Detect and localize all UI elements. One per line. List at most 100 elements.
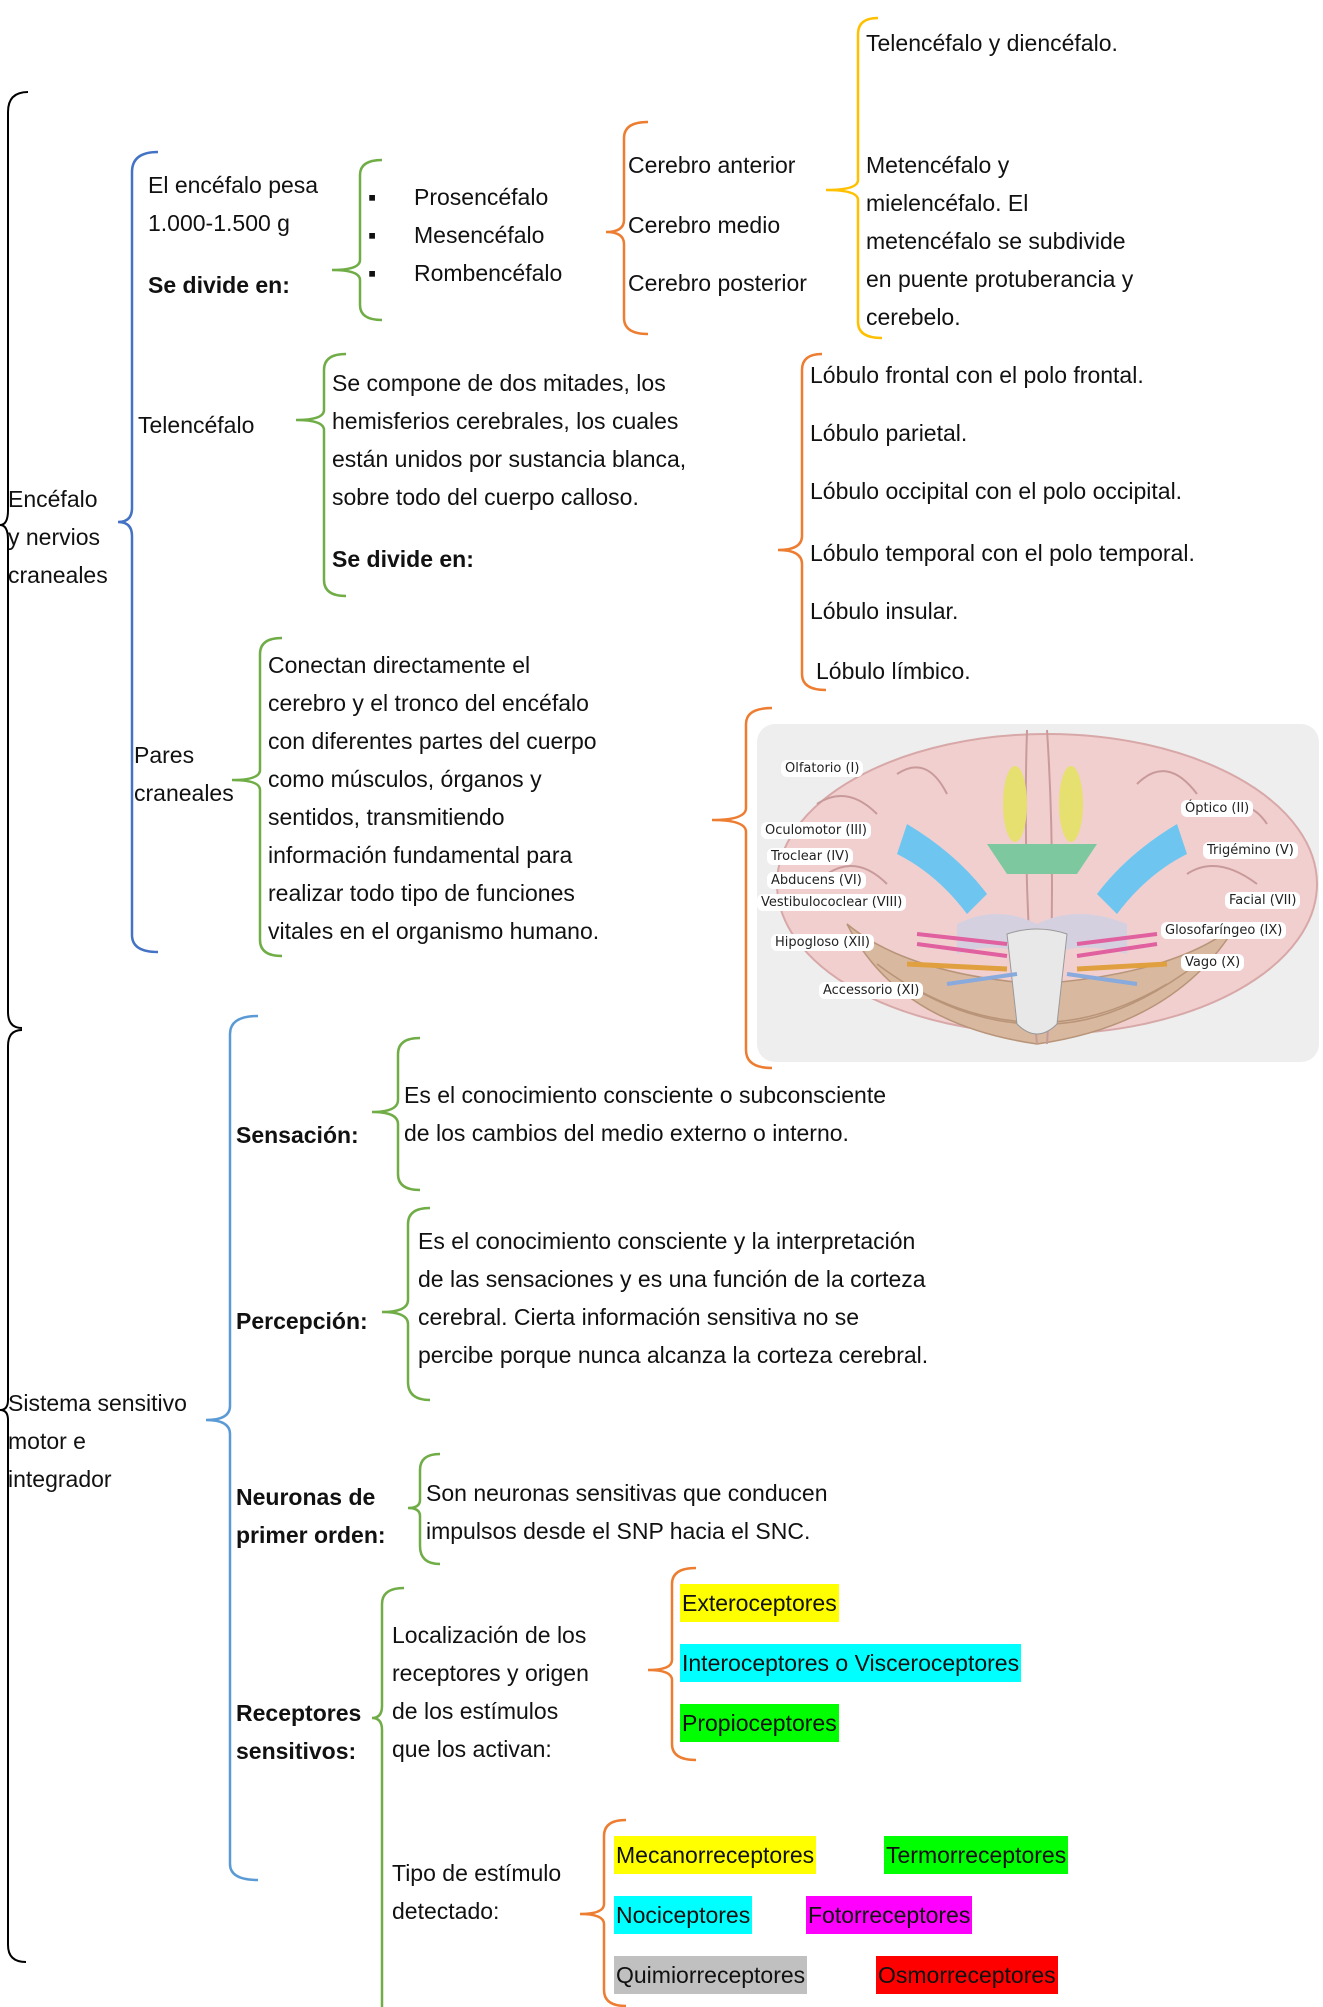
percepcion-desc-line: Es el conocimiento consciente y la inter… [418,1228,916,1254]
cerebro-anterior: Cerebro anterior [628,152,796,178]
brace-green-pares [231,636,283,958]
telencefalo-diencefalo: Telencéfalo y diencéfalo. [866,30,1118,56]
fotorreceptores: Fotorreceptores [806,1896,973,1934]
localizacion-line: que los activan: [392,1736,552,1762]
sensacion-desc-line: Es el conocimiento consciente o subconsc… [404,1082,887,1108]
brain-cranial-nerves-illustration: Olfatorio (I) Óptico (II) Oculomotor (II… [757,724,1319,1062]
bullet-icon: ▪ [368,184,377,210]
brace-blue-encefalo [117,150,159,954]
sensacion-desc-line: de los cambios del medio externo o inter… [404,1120,849,1146]
division-prosencefalo: Prosencéfalo [414,184,549,210]
nerve-label: Facial (VII) [1225,892,1301,909]
receptores-label-line: Receptores [236,1700,362,1726]
neuronas-desc-line: Son neuronas sensitivas que conducen [426,1480,828,1506]
metencefalo-line: en puente protuberancia y [866,266,1134,292]
nerve-label: Accessorio (XI) [819,982,924,999]
neuronas-label-line: primer orden: [236,1522,386,1548]
neuronas-desc-line: impulsos desde el SNP hacia el SNC. [426,1518,811,1544]
lobulo-item: Lóbulo occipital con el polo occipital. [810,478,1183,504]
brace-encefalo [0,91,29,1029]
pares-desc-line: información fundamental para [268,842,573,868]
nerve-label: Glosofaríngeo (IX) [1161,922,1287,939]
pares-desc-line: Conectan directamente el [268,652,531,678]
lobulo-item: Lóbulo parietal. [810,420,968,446]
telencefalo-desc-line: hemisferios cerebrales, los cuales [332,408,679,434]
weight-line2: 1.000-1.500 g [148,210,290,236]
propioceptores: Propioceptores [680,1704,839,1742]
mecanorreceptores: Mecanorreceptores [614,1836,817,1874]
brace-green-telencefalo [295,352,347,598]
nerve-label: Abducens (VI) [767,872,866,889]
brace-orange-brain [711,706,773,1070]
weight-line1: El encéfalo pesa [148,172,319,198]
brace-green-receptores [371,1586,405,2007]
brace-sistema [0,1029,27,1963]
brace-green-neuronas [407,1452,441,1566]
metencefalo-line: mielencéfalo. El [866,190,1029,216]
nerve-label: Óptico (II) [1181,800,1254,817]
brace-green-percepcion [381,1206,431,1402]
nerve-label: Olfatorio (I) [781,760,864,777]
lobulo-item: Lóbulo frontal con el polo frontal. [810,362,1144,388]
brace-blue-sistema [205,1014,259,1882]
percepcion-desc-line: percibe porque nunca alcanza la corteza … [418,1342,929,1368]
osmorreceptores: Osmorreceptores [876,1956,1058,1994]
percepcion-desc-line: de las sensaciones y es una función de l… [418,1266,926,1292]
telencefalo-desc-line: Se compone de dos mitades, los [332,370,666,396]
sistema-root-label: Sistema sensitivo motor e integrador [8,1390,187,1492]
division-mesencefalo: Mesencéfalo [414,222,545,248]
nerve-label: Hipogloso (XII) [771,934,874,951]
localizacion-line: de los estímulos [392,1698,559,1724]
tipo-line: detectado: [392,1898,500,1924]
pares-desc-line: realizar todo tipo de funciones [268,880,575,906]
pares-desc-line: con diferentes partes del cuerpo [268,728,597,754]
receptores-label-line: sensitivos: [236,1738,357,1764]
pares-label-line1: Pares [134,742,195,768]
pares-desc-line: vitales en el organismo humano. [268,918,600,944]
bullet-icon: ▪ [368,222,377,248]
divide-label: Se divide en: [148,272,290,298]
pares-label-line2: craneales [134,780,234,806]
neuronas-label-line: Neuronas de [236,1484,376,1510]
localizacion-line: Localización de los [392,1622,587,1648]
nerve-label: Trigémino (V) [1203,842,1298,859]
brace-gold [825,16,883,340]
brace-orange-lobulos [777,352,827,692]
bullet-icon: ▪ [368,260,377,286]
percepcion-label: Percepción: [236,1308,368,1334]
exteroceptores: Exteroceptores [680,1584,839,1622]
localizacion-line: receptores y origen [392,1660,589,1686]
lobulo-item: Lóbulo temporal con el polo temporal. [810,540,1195,566]
nociceptores: Nociceptores [614,1896,753,1934]
sensacion-label: Sensación: [236,1122,359,1148]
telencefalo-label: Telencéfalo [138,412,255,438]
brace-orange-cerebros [605,120,649,336]
brace-orange-loc [647,1566,697,1762]
percepcion-desc-line: cerebral. Cierta información sensitiva n… [418,1304,860,1330]
encefalo-root-label: Encéfalo y nervios craneales [8,486,108,588]
telencefalo-divide-label: Se divide en: [332,546,474,572]
brace-orange-tipo [579,1818,627,2007]
pares-desc-line: como músculos, órganos y [268,766,542,792]
nerve-label: Vago (X) [1181,954,1245,971]
cerebro-medio: Cerebro medio [628,212,781,238]
metencefalo-line: Metencéfalo y [866,152,1010,178]
metencefalo-line: metencéfalo se subdivide [866,228,1126,254]
brace-green-sensacion [371,1036,421,1192]
telencefalo-desc-line: sobre todo del cuerpo calloso. [332,484,639,510]
nerve-label: Troclear (IV) [767,848,854,865]
division-rombencefalo: Rombencéfalo [414,260,563,286]
lobulo-item: Lóbulo insular. [810,598,959,624]
lobulo-item: Lóbulo límbico. [816,658,971,684]
cerebro-posterior: Cerebro posterior [628,270,807,296]
nerve-label: Oculomotor (III) [761,822,871,839]
metencefalo-line: cerebelo. [866,304,961,330]
quimiorreceptores: Quimiorreceptores [614,1956,808,1994]
brace-green-divisions [331,158,383,322]
pares-desc-line: sentidos, transmitiendo [268,804,505,830]
termorreceptores: Termorreceptores [884,1836,1069,1874]
tipo-line: Tipo de estímulo [392,1860,562,1886]
telencefalo-desc-line: están unidos por sustancia blanca, [332,446,687,472]
nerve-label: Vestibulococlear (VIII) [757,894,907,911]
